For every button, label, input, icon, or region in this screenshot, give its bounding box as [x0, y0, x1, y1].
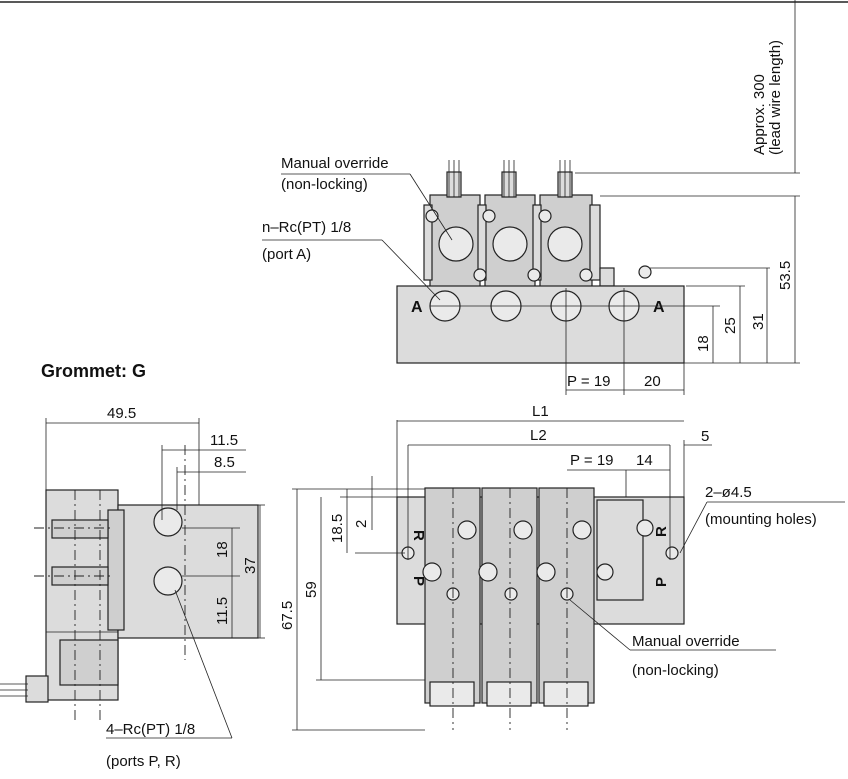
side-view: 49.5 11.5 8.5 18 37 11.5 4–Rc(PT) 1/8 (p… [0, 405, 265, 770]
dim-l1: L1 [532, 403, 549, 420]
screw-icon [579, 268, 593, 282]
dim-5: 5 [701, 428, 709, 445]
screw-icon [596, 563, 614, 581]
screw-icon [636, 519, 654, 537]
plan-view: R P R P L1 L2 5 P = 19 14 18.5 2 59 67.5… [279, 403, 845, 731]
callout-manual-override-top: Manual override [281, 155, 389, 172]
dim-18-5: 18.5 [329, 514, 346, 543]
port-r-right-letter: R [653, 526, 670, 537]
callout-manual-override-bottom-sub: (non-locking) [632, 662, 719, 679]
dim-49-5: 49.5 [107, 405, 136, 422]
dim-59: 59 [303, 581, 320, 598]
dim-18-side: 18 [214, 541, 231, 558]
callout-manual-override-bottom: Manual override [632, 633, 740, 650]
callout-port-a-sub: (port A) [262, 246, 311, 263]
screw-icon [536, 562, 556, 582]
dim-67-5: 67.5 [279, 601, 296, 630]
screw-icon [482, 209, 496, 223]
screw-icon [513, 520, 533, 540]
callout-ports-pr-thread: 4–Rc(PT) 1/8 [106, 721, 195, 738]
dim-l2: L2 [530, 427, 547, 444]
end-plate-tab [599, 267, 615, 287]
screw-icon [478, 562, 498, 582]
port-a-right-letter: A [653, 299, 665, 316]
lead-wire-label-1: Approx. 300 [751, 74, 768, 155]
screw-icon [425, 209, 439, 223]
valve-bodies-front [423, 160, 652, 288]
screw-icon [638, 265, 652, 279]
dim-pitch-top: P = 19 [567, 373, 611, 390]
connector-icon [429, 681, 475, 707]
manual-override-icon [504, 587, 518, 601]
dim-31: 31 [750, 313, 767, 330]
screw-icon [527, 268, 541, 282]
lead-wires [446, 160, 573, 198]
callout-mounting-holes-sub: (mounting holes) [705, 511, 817, 528]
dim-14: 14 [636, 452, 653, 469]
callout-ports-pr-sub: (ports P, R) [106, 753, 181, 770]
mounting-hole-icon [665, 546, 679, 560]
connector-icon [543, 681, 589, 707]
dim-37: 37 [242, 557, 259, 574]
valve-body-edge [589, 204, 601, 281]
callout-mounting-holes: 2–ø4.5 [705, 484, 752, 501]
screw-icon [538, 209, 552, 223]
manifold-side-body [117, 504, 259, 639]
lead-wire-label-2: (lead wire length) [767, 40, 784, 155]
port-r-side-icon [153, 507, 183, 537]
screw-icon [422, 562, 442, 582]
section-title: Grommet: G [41, 361, 146, 381]
port-p-side-icon [153, 566, 183, 596]
dim-20: 20 [644, 373, 661, 390]
port-r-left-letter: R [410, 530, 427, 541]
callout-port-a-thread: n–Rc(PT) 1/8 [262, 219, 351, 236]
port-p-left-letter: P [410, 576, 427, 586]
front-view: A A 53.5 31 25 18 Approx. 300 (lead wire… [262, 0, 800, 395]
dim-25: 25 [722, 317, 739, 334]
port-a-left-letter: A [411, 299, 423, 316]
screw-icon [572, 520, 592, 540]
manual-override-icon [438, 226, 474, 262]
dim-18-top: 18 [695, 335, 712, 352]
dim-pitch-plan: P = 19 [570, 452, 614, 469]
end-plate-plan [596, 499, 644, 601]
manual-override-icon [547, 226, 583, 262]
valve-body-edge [423, 204, 433, 281]
screw-icon [473, 268, 487, 282]
manual-override-icon [492, 226, 528, 262]
dim-53-5: 53.5 [777, 261, 794, 290]
callout-manual-override-top-sub: (non-locking) [281, 176, 368, 193]
screw-icon [457, 520, 477, 540]
connector-icon [486, 681, 532, 707]
dim-2: 2 [353, 520, 370, 528]
dim-11-5-side: 11.5 [214, 597, 231, 625]
port-p-right-letter: P [653, 577, 670, 587]
dim-8-5: 8.5 [214, 454, 235, 471]
dim-11-5-top: 11.5 [210, 432, 238, 449]
